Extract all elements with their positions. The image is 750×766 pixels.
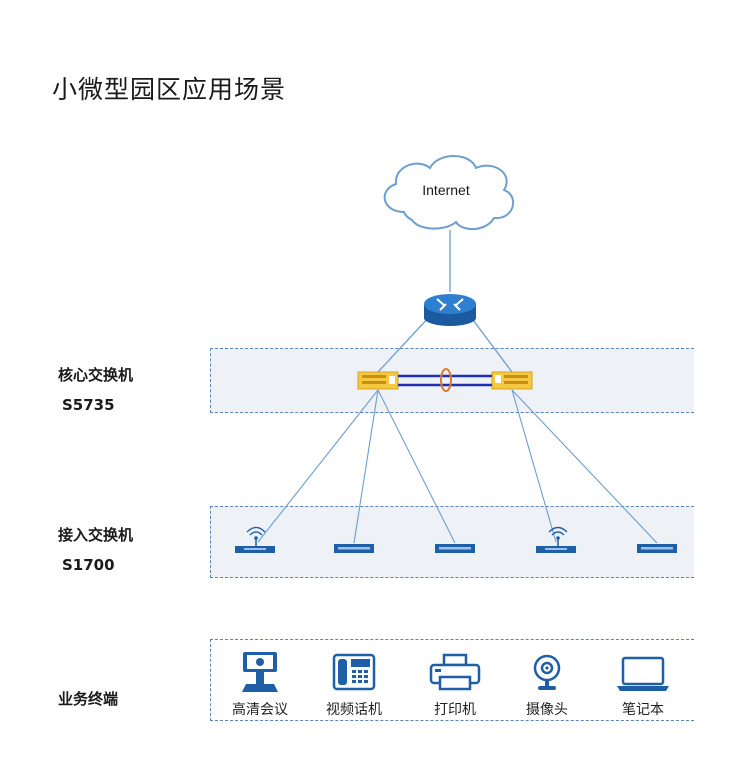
terminal-label: 视频话机 <box>326 702 382 718</box>
core-switch-left-icon <box>357 371 399 390</box>
router-icon <box>424 294 476 326</box>
terminal-label: 打印机 <box>434 702 476 718</box>
access-layer-model: S1700 <box>62 556 115 574</box>
camera-icon <box>533 654 561 690</box>
video-phone-icon <box>332 653 376 691</box>
stack-links <box>398 368 492 392</box>
terminal-label: 摄像头 <box>526 702 568 718</box>
internet-cloud-icon <box>383 155 515 230</box>
access-switch-4-icon <box>536 526 576 553</box>
core-switch-right-icon <box>491 371 533 390</box>
internet-label: Internet <box>422 182 470 198</box>
access-layer-band <box>210 506 694 578</box>
terminal-label: 笔记本 <box>622 702 664 718</box>
downlink-lines <box>257 389 658 544</box>
access-switch-2-icon <box>334 544 374 553</box>
video-conference-icon <box>242 652 278 692</box>
access-switch-5-icon <box>637 544 677 553</box>
page-title: 小微型园区应用场景 <box>52 75 287 104</box>
terminal-label: 高清会议 <box>232 702 288 718</box>
access-layer-name: 接入交换机 <box>58 526 134 544</box>
laptop-icon <box>617 656 669 691</box>
core-layer-band <box>210 348 694 413</box>
core-layer-name: 核心交换机 <box>58 366 134 384</box>
printer-icon <box>429 653 481 691</box>
access-switch-3-icon <box>435 544 475 553</box>
access-switch-1-icon <box>235 526 275 553</box>
terminal-layer-name: 业务终端 <box>58 690 119 708</box>
uplink-lines <box>377 230 513 373</box>
core-layer-model: S5735 <box>62 396 115 414</box>
